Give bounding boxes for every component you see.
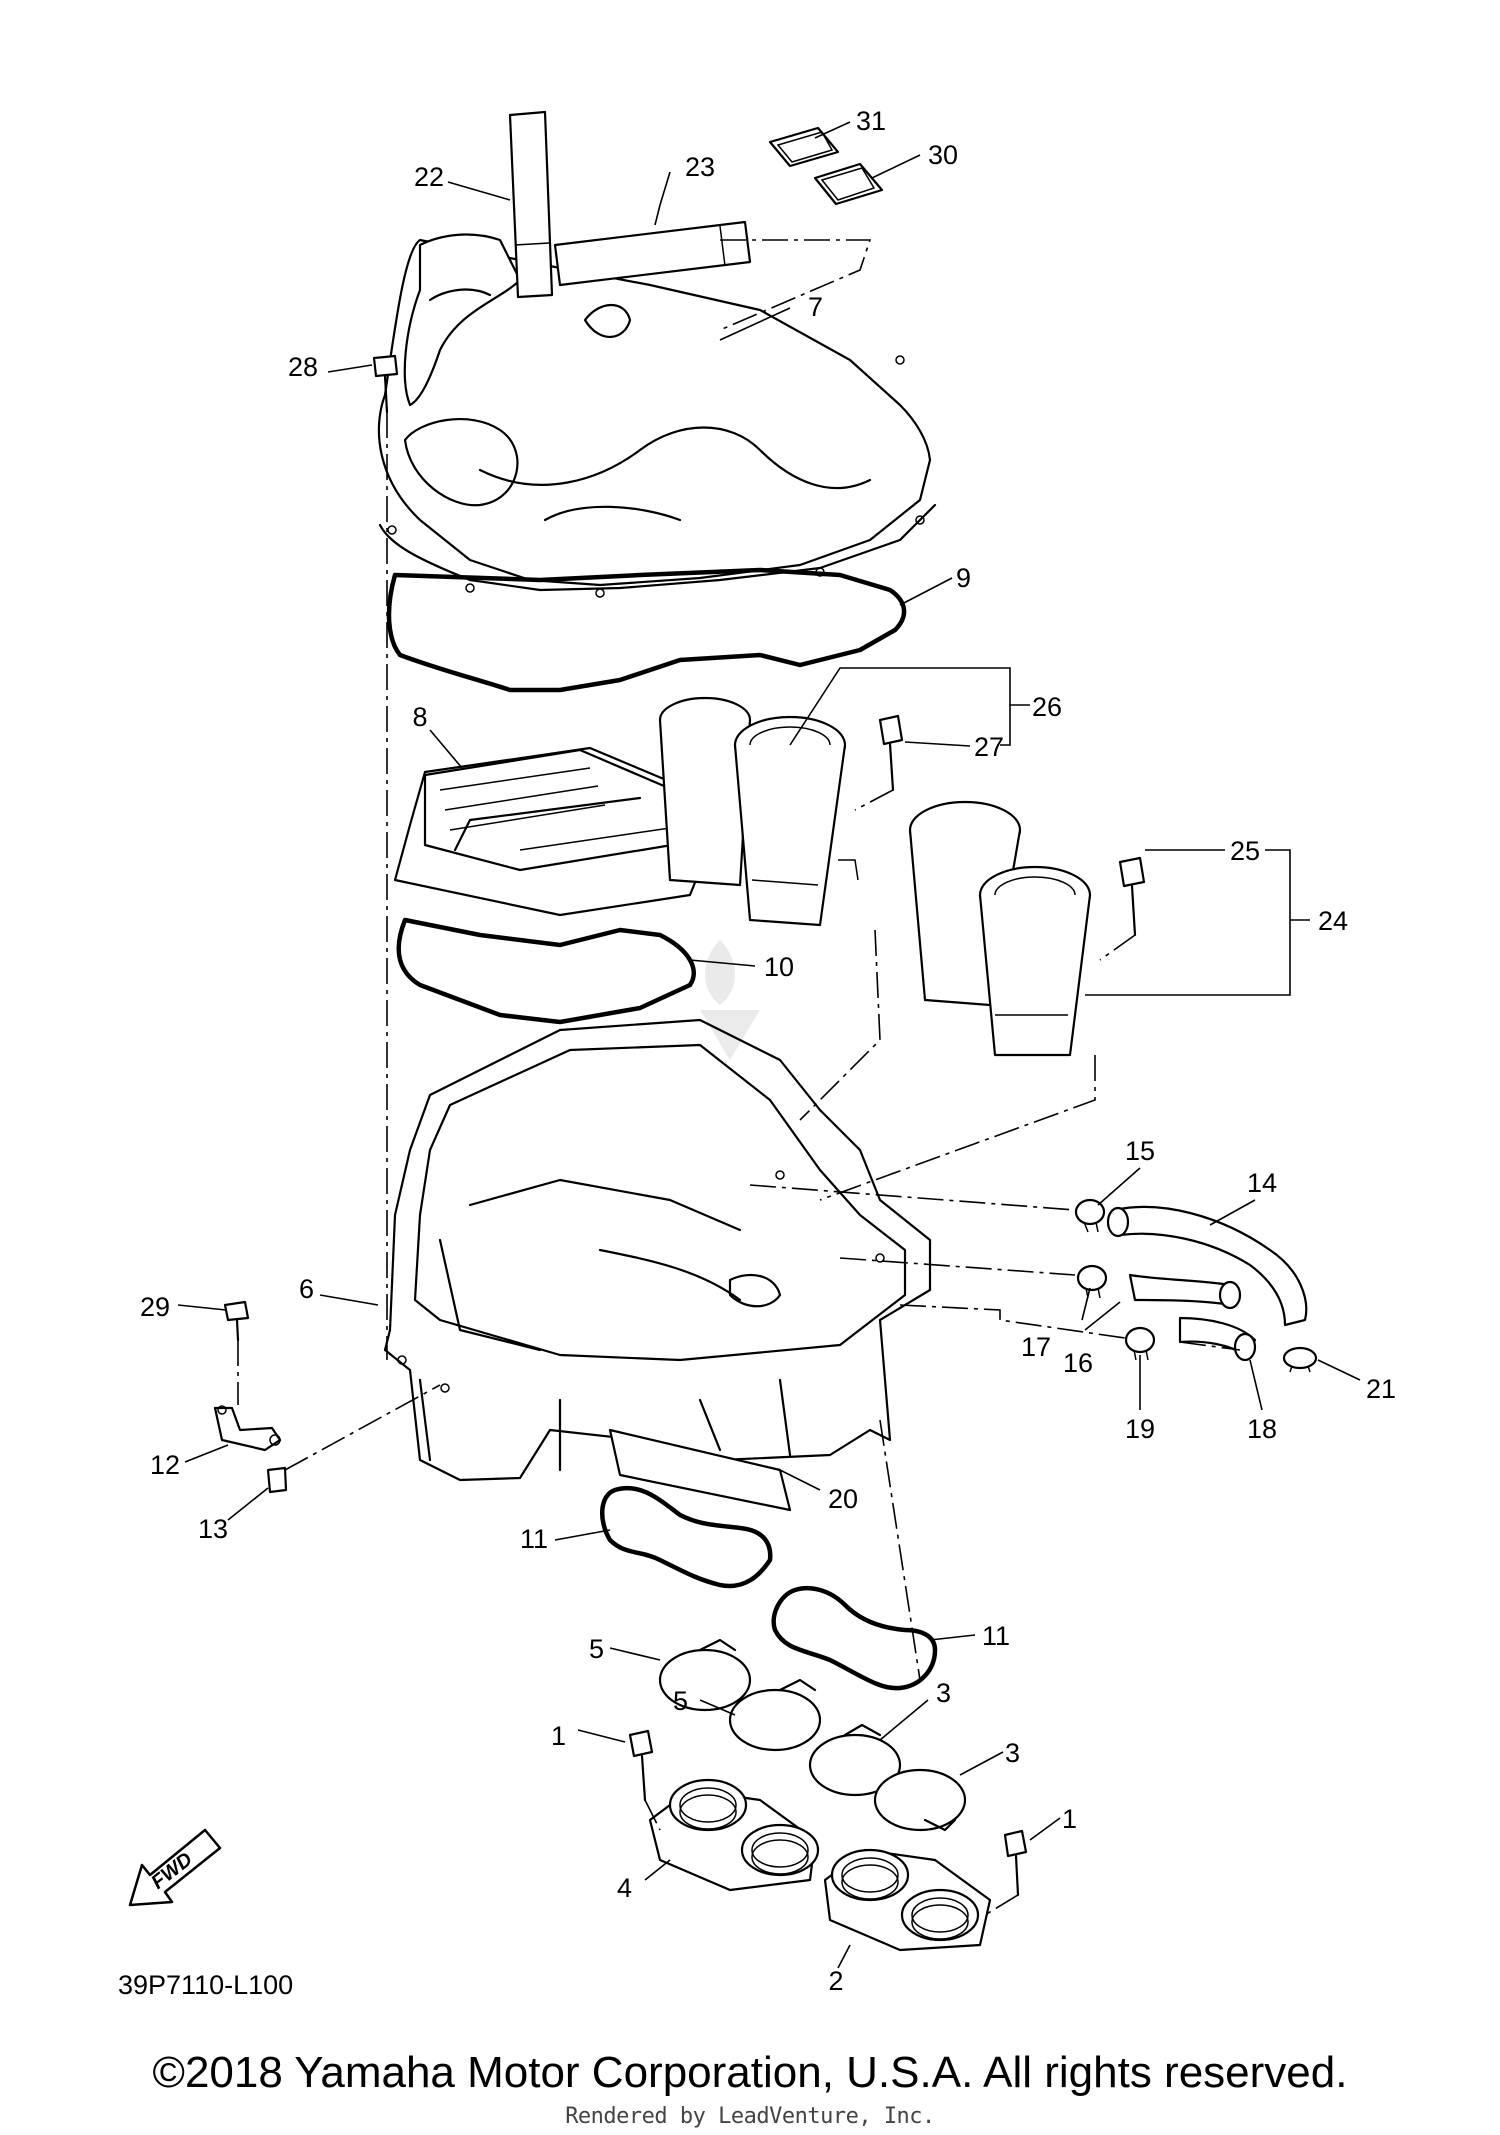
seal-part-11-upper xyxy=(599,1485,773,1589)
joint-part-2 xyxy=(823,1848,992,1952)
part-label: 20 xyxy=(828,1484,858,1514)
alignment-lines xyxy=(237,239,1241,1916)
copyright-notice: ©2018 Yamaha Motor Corporation, U.S.A. A… xyxy=(152,2048,1348,2097)
part-label: 28 xyxy=(288,352,318,382)
hose-part-16 xyxy=(1128,1273,1242,1310)
part-label: 30 xyxy=(928,140,958,170)
part-label: 18 xyxy=(1247,1414,1277,1444)
fwd-arrow-icon: FWD xyxy=(120,1820,230,1925)
part-label: 26 xyxy=(1032,692,1062,722)
clamp-part-3 xyxy=(808,1723,967,1832)
part-label: 29 xyxy=(140,1292,170,1322)
part-label: 31 xyxy=(856,106,886,136)
part-label: 19 xyxy=(1125,1414,1155,1444)
part-label: 12 xyxy=(150,1450,180,1480)
rendered-by-note: Rendered by LeadVenture, Inc. xyxy=(565,2104,935,2129)
bolt-part-28 xyxy=(372,354,399,414)
bolt-part-27 xyxy=(878,714,904,792)
seal-part-10 xyxy=(396,917,696,1025)
watermark-logo xyxy=(700,940,760,1060)
part-label: 16 xyxy=(1063,1348,1093,1378)
part-label: 8 xyxy=(412,702,427,732)
part-label: 13 xyxy=(198,1514,228,1544)
duct-part-23 xyxy=(553,220,752,287)
part-label: 23 xyxy=(685,152,715,182)
bracket-part-12 xyxy=(213,1405,282,1452)
clamp-part-17 xyxy=(1076,1264,1108,1299)
clamp-part-21 xyxy=(1282,1346,1318,1373)
part-label: 21 xyxy=(1366,1374,1396,1404)
air-box-case-part-6 xyxy=(383,1018,932,1482)
seal-part-9 xyxy=(386,567,907,693)
label-part-30 xyxy=(813,162,884,206)
part-label: 1 xyxy=(551,1721,566,1751)
hose-part-18 xyxy=(1178,1316,1257,1362)
bolt-part-25 xyxy=(1118,856,1146,937)
seal-part-11-lower xyxy=(771,1585,938,1691)
clamp-part-5 xyxy=(658,1638,822,1752)
part-label: 7 xyxy=(808,292,823,322)
part-label: 11 xyxy=(982,1621,1010,1651)
part-label: 15 xyxy=(1125,1136,1155,1166)
duct-part-20 xyxy=(608,1428,792,1512)
label-part-31 xyxy=(768,126,840,168)
part-label: 5 xyxy=(589,1634,604,1664)
grommet-part-13 xyxy=(266,1466,288,1494)
air-box-cover-part-7 xyxy=(377,233,937,598)
reference-code: 39P7110-L100 xyxy=(118,1970,294,2000)
part-label: 3 xyxy=(936,1678,951,1708)
duct-part-22 xyxy=(508,110,554,299)
clamp-part-15 xyxy=(1074,1198,1106,1233)
clamp-part-19 xyxy=(1124,1326,1156,1361)
joint-part-4 xyxy=(648,1778,820,1892)
part-label: 10 xyxy=(764,952,794,982)
funnel-assembly-part-26 xyxy=(658,696,859,927)
bolt-part-1 xyxy=(628,1729,1028,1897)
part-label: 14 xyxy=(1247,1168,1277,1198)
part-label: 24 xyxy=(1318,906,1348,936)
funnel-assembly-part-24 xyxy=(908,800,1092,1057)
part-label: 5 xyxy=(673,1686,688,1716)
part-label: 25 xyxy=(1230,836,1260,866)
part-labels: 1 1 2 3 3 4 5 5 6 7 8 9 10 11 11 12 13 1… xyxy=(140,106,1396,1996)
part-label: 4 xyxy=(617,1873,632,1903)
part-label: 6 xyxy=(299,1274,314,1304)
part-label: 27 xyxy=(974,732,1004,762)
part-label: 22 xyxy=(414,162,444,192)
hose-part-14 xyxy=(1106,1205,1308,1327)
part-label: 3 xyxy=(1005,1738,1020,1768)
screw-part-29 xyxy=(223,1300,250,1342)
part-label: 2 xyxy=(828,1966,843,1996)
leader-lines xyxy=(177,121,1361,1969)
part-label: 9 xyxy=(956,563,971,593)
air-filter-part-8 xyxy=(393,746,712,917)
part-label: 1 xyxy=(1062,1804,1077,1834)
part-label: 17 xyxy=(1021,1332,1051,1362)
part-label: 11 xyxy=(520,1524,548,1554)
